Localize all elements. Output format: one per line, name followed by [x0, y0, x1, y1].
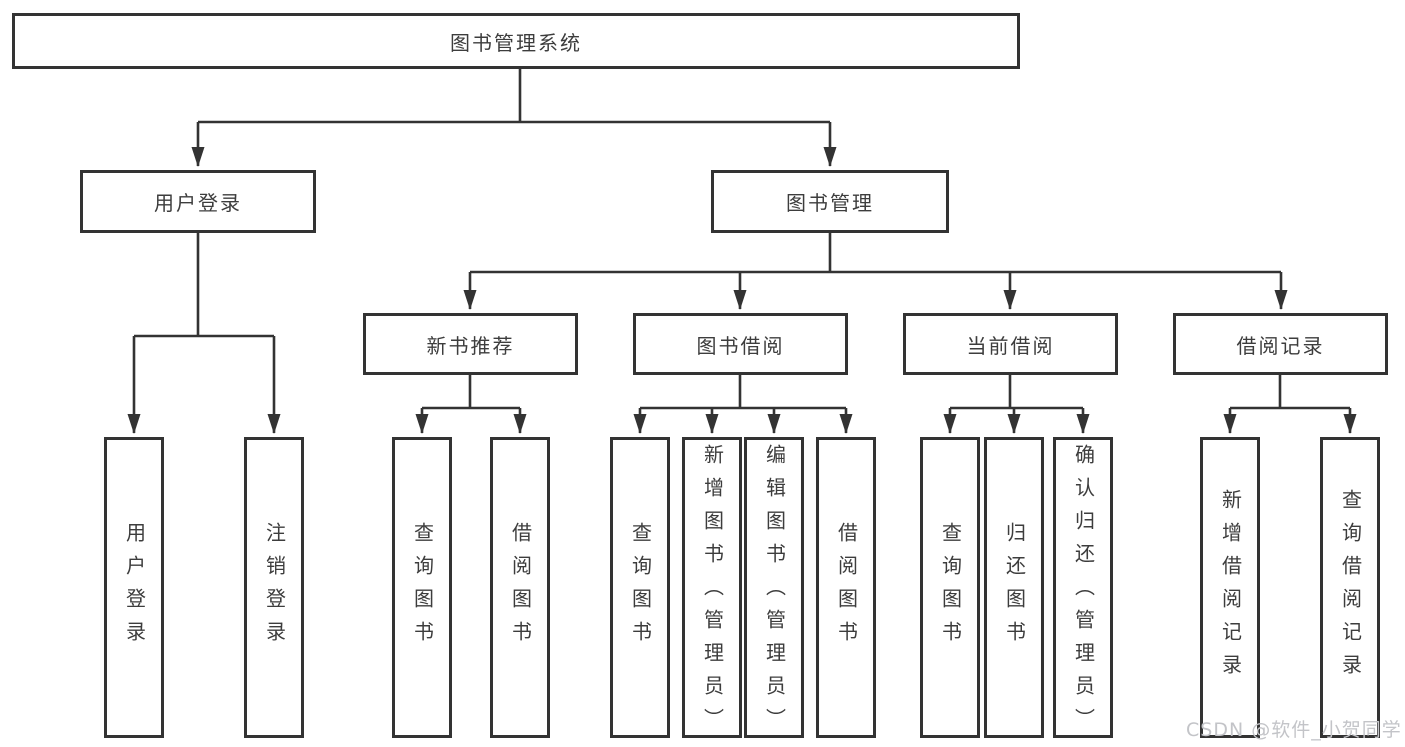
- leaf-borrow-books-borrowing: 借阅图书: [816, 437, 876, 738]
- leaf-add-book-admin: 新增图书（管理员）: [682, 437, 742, 741]
- leaf-confirm-return-admin: 确认归还（管理员）: [1053, 437, 1113, 741]
- leaf-query-books-borrowing: 查询图书: [610, 437, 670, 738]
- leaf-return-book: 归还图书: [984, 437, 1044, 738]
- leaf-logout: 注销登录: [244, 437, 304, 738]
- leaf-borrow-books-recommend: 借阅图书: [490, 437, 550, 738]
- node-root: 图书管理系统: [12, 13, 1020, 69]
- leaf-query-books-recommend: 查询图书: [392, 437, 452, 738]
- leaf-edit-book-admin: 编辑图书（管理员）: [744, 437, 804, 741]
- leaf-query-books-current: 查询图书: [920, 437, 980, 738]
- leaf-user-login: 用户登录: [104, 437, 164, 738]
- node-book-management: 图书管理: [711, 170, 949, 233]
- node-current-borrowing: 当前借阅: [903, 313, 1118, 375]
- node-borrowing-records: 借阅记录: [1173, 313, 1388, 375]
- leaf-query-borrow-record: 查询借阅记录: [1320, 437, 1380, 738]
- node-book-borrowing: 图书借阅: [633, 313, 848, 375]
- node-new-book-recommend: 新书推荐: [363, 313, 578, 375]
- connector-stems: [134, 69, 1350, 410]
- connector-arrows: [127, 122, 1357, 434]
- node-user-login: 用户登录: [80, 170, 316, 233]
- csdn-watermark: CSDN @软件_小贺同学: [1186, 719, 1402, 741]
- leaf-add-borrow-record: 新增借阅记录: [1200, 437, 1260, 738]
